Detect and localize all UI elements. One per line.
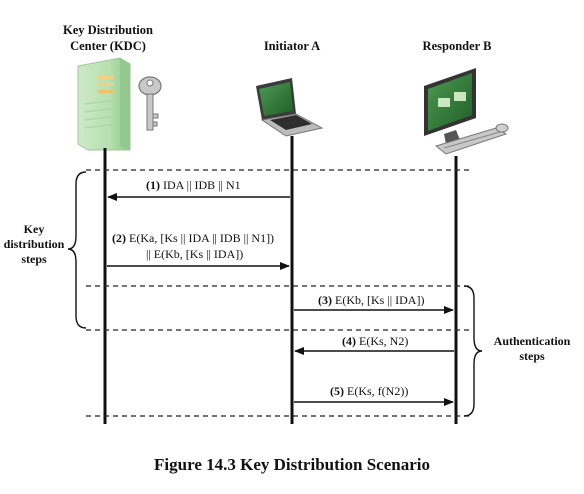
message-5-label: (5) E(Ks, f(N2)): [330, 384, 408, 399]
auth-line1: Authentication: [493, 334, 571, 348]
authentication-steps-label: Authentication steps: [484, 334, 580, 364]
message-2-number: (2): [112, 231, 126, 245]
laptop-icon: [256, 78, 324, 137]
key-dist-line3: steps: [21, 252, 47, 266]
desktop-computer-icon: [424, 68, 509, 155]
message-2-text: E(Ka, [Ks || IDA || IDB || N1]): [129, 231, 275, 245]
message-1-number: (1): [146, 178, 160, 192]
kdc-header-line1: Key Distribution: [63, 23, 153, 37]
message-4-number: (4): [342, 334, 356, 348]
message-2-label-line2: || E(Kb, [Ks || IDA]): [146, 247, 244, 261]
message-3-number: (3): [318, 293, 332, 307]
message-1-text: IDA || IDB || N1: [163, 178, 241, 192]
message-2-label: (2) E(Ka, [Ks || IDA || IDB || N1]): [112, 231, 274, 246]
message-4-text: E(Ks, N2): [359, 334, 409, 348]
key-icon: [138, 76, 162, 131]
initiator-header: Initiator A: [263, 39, 321, 53]
message-5-number: (5): [330, 384, 344, 398]
auth-line2: steps: [519, 349, 545, 363]
message-1-label: (1) IDA || IDB || N1: [146, 178, 241, 193]
key-dist-line2: distribution: [3, 237, 65, 251]
key-distribution-steps-label: Key distribution steps: [0, 222, 68, 267]
server-icon: [77, 57, 131, 151]
responder-header: Responder B: [422, 39, 492, 53]
kdc-header: Key Distribution Center (KDC): [40, 22, 176, 54]
authentication-brace: [463, 285, 483, 417]
key-dist-line1: Key: [23, 222, 45, 236]
figure-caption: Figure 14.3 Key Distribution Scenario: [154, 455, 430, 474]
message-5-text: E(Ks, f(N2)): [347, 384, 409, 398]
message-3-text: E(Kb, [Ks || IDA]): [335, 293, 425, 307]
message-4-label: (4) E(Ks, N2): [342, 334, 408, 349]
kdc-header-line2: Center (KDC): [70, 39, 146, 53]
key-distribution-brace: [67, 171, 87, 329]
message-3-label: (3) E(Kb, [Ks || IDA]): [318, 293, 424, 308]
